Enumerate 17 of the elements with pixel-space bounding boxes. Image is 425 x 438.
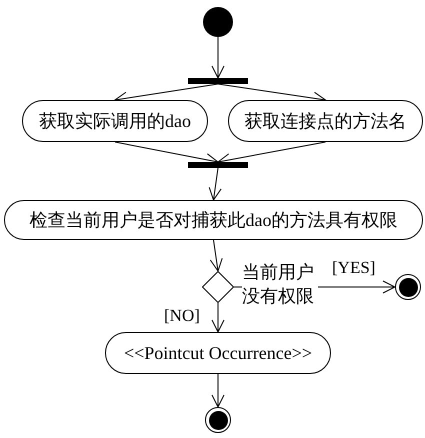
edge-label: [YES] [332,259,376,276]
arrow [208,168,222,200]
activity-box: 获取连接点的方法名 [228,100,423,142]
end-node [395,274,421,300]
decision-diamond [202,271,234,303]
start-node [203,7,233,37]
sync-bar [188,78,248,84]
end-node [205,407,231,433]
sync-bar [188,162,248,168]
arrow [212,36,224,78]
arrow [212,302,224,332]
activity-box: <<Pointcut Occurrence>> [105,332,331,374]
activity-box: 获取实际调用的dao [22,100,208,142]
edge-label: [NO] [164,307,200,324]
arrow [212,374,224,408]
arrow [210,240,223,272]
activity-box: 检查当前用户是否对捕获此dao的方法具有权限 [4,200,423,240]
